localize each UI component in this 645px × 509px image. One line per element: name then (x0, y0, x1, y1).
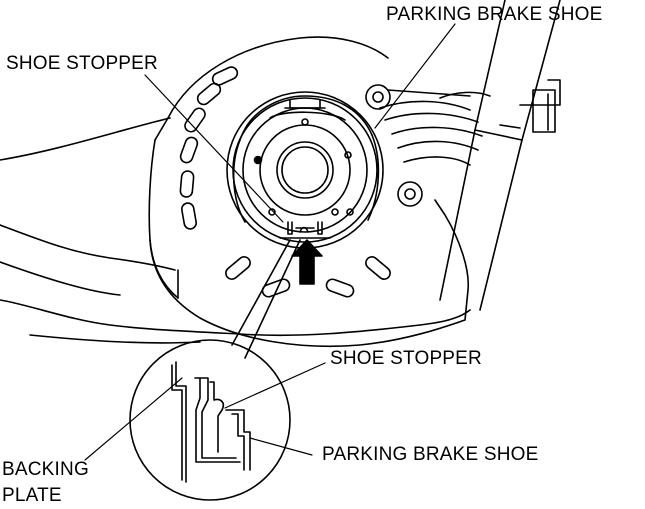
lower-arm (0, 117, 471, 344)
label-shoe-stopper-top: SHOE STOPPER (6, 53, 158, 74)
shock-absorber (439, 0, 561, 311)
backing-plate (148, 36, 470, 348)
coil-spring (379, 91, 491, 166)
hub-assembly (226, 91, 384, 249)
label-backing-plate-line1: BACKING (2, 459, 89, 480)
parking-brake-shoe (232, 95, 380, 223)
label-parking-brake-shoe-detail: PARKING BRAKE SHOE (322, 444, 539, 465)
upper-link (365, 84, 471, 207)
detail-magnifier (129, 339, 291, 501)
magnification-lines (231, 239, 301, 359)
label-shoe-stopper-detail: SHOE STOPPER (330, 348, 482, 369)
leader-lines (84, 23, 456, 461)
label-parking-brake-shoe-top: PARKING BRAKE SHOE (386, 4, 603, 25)
label-backing-plate-line2: PLATE (2, 485, 62, 506)
backing-plate-slots (179, 66, 391, 298)
shoe-stopper-small (279, 221, 331, 239)
